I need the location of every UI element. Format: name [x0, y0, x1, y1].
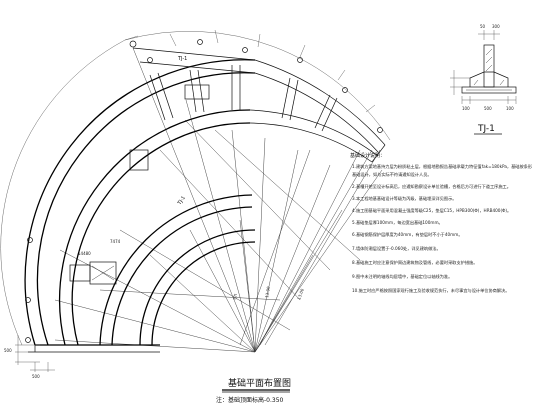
note-line-4: 3.本工程地基基础设计等级为丙级，基础埋深详见图示。 — [352, 195, 457, 202]
design-notes: 基础设计说明： 1.建筑方案地基持力层为粉质粘土层，根据地勘报告基础承载力特征值… — [350, 152, 533, 294]
detail-dim-bottom-b: 500 — [484, 106, 492, 111]
detail-hatch — [473, 48, 505, 86]
drawing-title: 基础平面布置图 — [228, 377, 291, 389]
dimension-left-b: 500 — [32, 374, 40, 379]
foundation-plan: TJ-1 TJ-1 14480 7474 5TI 13.00 13.00 500… — [0, 29, 391, 379]
plan-edges — [28, 47, 386, 353]
note-line-8: 7.墙体防潮层设置于-0.060处，详见建筑做法。 — [352, 245, 441, 252]
dimension-radial-a: 14480 — [78, 251, 91, 256]
drawing-title-block: 基础平面布置图 注：基础顶面标高-0.350 — [216, 377, 291, 404]
note-line-10: 9.图中未注明的轴线均居墙中，基础定位以轴线为准。 — [352, 273, 452, 280]
note-line-3: 2.基槽开挖至设计标高后，应通知勘察设计单位验槽，合格后方可进行下道工序施工。 — [352, 183, 511, 190]
note-line-11: 10.施工时应严格按照国家现行施工及验收规范执行，未尽事宜与设计单位协商解决。 — [352, 287, 509, 294]
note-line-9: 8.基础施工时应注意保护周边建筑物及管线，必要时采取支护措施。 — [352, 259, 477, 266]
dimension-left-a: 500 — [4, 348, 12, 353]
left-dimensions: 500 500 — [4, 335, 55, 379]
dimension-radial-d: 13.00 — [264, 286, 271, 299]
dimension-radial-e: 13.00 — [296, 287, 305, 300]
axis-markers — [25, 39, 383, 343]
detail-dim-top-a: 50 — [480, 24, 486, 29]
tj1-label-mid: TJ-1 — [176, 195, 187, 207]
drawing-subtitle: 注：基础顶面标高-0.350 — [216, 396, 284, 404]
note-line-6: 5.基础垫层厚100mm，每边宽出基础100mm。 — [352, 219, 443, 226]
detail-dim-top-b: 300 — [492, 24, 500, 29]
detail-dim-bottom-c: 100 — [506, 106, 514, 111]
note-line-2: 基础设计，如与实际不符请通知设计人员。 — [352, 171, 432, 178]
note-line-7: 6.基础钢筋保护层厚度为40mm，有垫层时不小于40mm。 — [352, 231, 463, 238]
section-detail-tj1: 50 300 100 500 100 TJ-1 — [450, 24, 517, 135]
foundation-arcs — [24, 59, 386, 346]
radial-guide-lines — [54, 47, 383, 353]
dimension-radial-c: 5TI — [232, 293, 238, 300]
notes-heading: 基础设计说明： — [350, 152, 385, 159]
detail-dim-bottom-a: 100 — [462, 106, 470, 111]
outer-ticks — [0, 29, 391, 346]
detail-title: TJ-1 — [477, 124, 495, 134]
note-line-1: 1.建筑方案地基持力层为粉质粘土层，根据地勘报告基础承载力特征值fak=180k… — [352, 163, 533, 170]
tj1-label-top: TJ-1 — [177, 56, 187, 62]
radial-walls — [69, 65, 338, 285]
note-line-5: 4.施工图基础平面采用混凝土强度等级C25，垫层C15，HPB300(Φ)，HR… — [352, 207, 511, 214]
dimension-radial-b: 7474 — [110, 239, 121, 244]
